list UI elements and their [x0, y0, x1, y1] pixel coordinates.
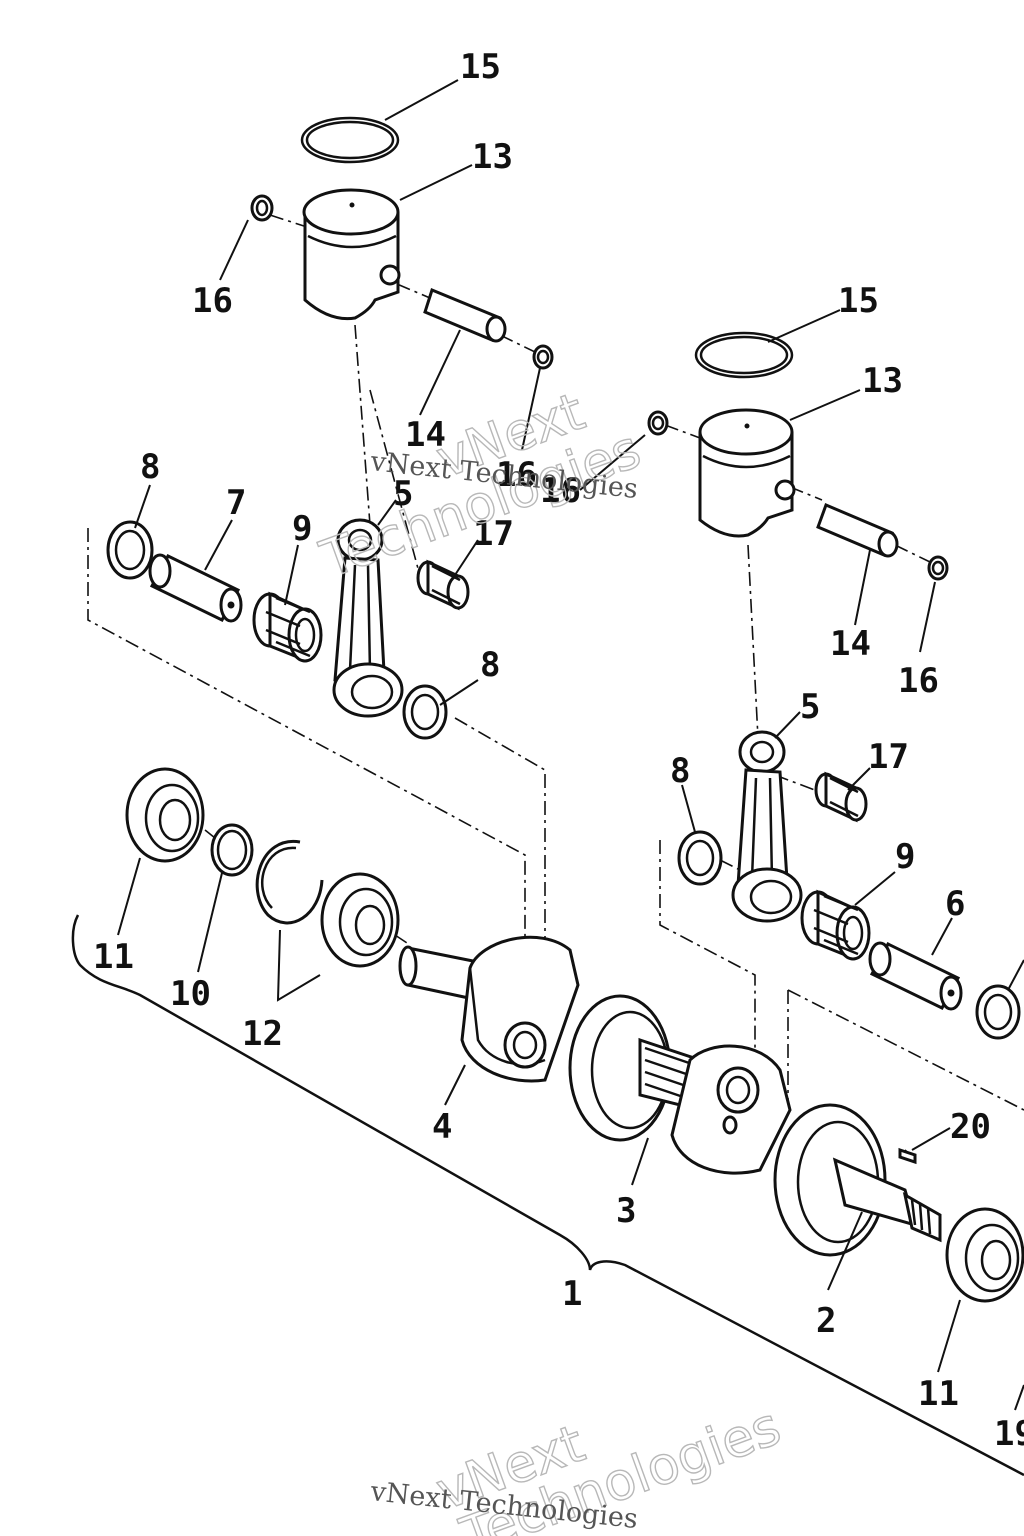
callout-8-right: 8 — [670, 751, 690, 791]
callout-16-left-top: 16 — [192, 281, 233, 321]
callout-6: 6 — [945, 884, 965, 924]
watermark-top: vNext Technologies vNext Technologies — [312, 381, 649, 591]
callout-5-left: 5 — [393, 474, 413, 514]
needle-bearing-9-right — [800, 889, 871, 961]
piston-ring-left — [300, 116, 400, 164]
callout-17-left: 17 — [473, 514, 514, 554]
callout-14-right: 14 — [830, 624, 871, 664]
callout-11-right: 11 — [918, 1374, 959, 1414]
callout-19: 19 — [994, 1414, 1024, 1454]
callout-11-left: 11 — [93, 937, 134, 977]
snap-ring-10 — [210, 823, 254, 877]
main-bearing-12 — [320, 872, 400, 968]
callout-16-left-pin: 16 — [496, 455, 537, 495]
crank-pin-7 — [148, 553, 243, 623]
callout-9-right: 9 — [895, 837, 915, 877]
callout-17-right: 17 — [868, 737, 909, 777]
clip-16-left-top — [250, 194, 274, 222]
callout-labels: 15 13 16 14 16 8 7 9 5 17 8 16 15 13 14 … — [93, 47, 1024, 1454]
assembly-bracket-1 — [71, 914, 1024, 1477]
callout-10: 10 — [170, 974, 211, 1014]
retaining-ring-12 — [255, 839, 324, 925]
needle-bearing-9-left — [252, 591, 323, 663]
crank-web-4 — [460, 935, 580, 1083]
piston-pin-right — [816, 503, 899, 558]
piston-ring-right — [694, 331, 794, 379]
needle-bearing-17-left — [416, 559, 470, 611]
callout-9-left: 9 — [292, 509, 312, 549]
needle-bearing-17-right — [814, 771, 868, 823]
woodruff-key-20 — [898, 1147, 917, 1165]
washer-8-right-outer — [975, 984, 1021, 1040]
crankshaft-left-shaft — [398, 945, 480, 1002]
callout-16-right-top: 16 — [540, 471, 581, 511]
center-seal-3 — [568, 994, 702, 1142]
watermark-bottom: vNext Technologies vNext Technologies — [368, 1396, 789, 1536]
callout-13-right: 13 — [862, 361, 903, 401]
washer-8-right — [677, 830, 723, 886]
callout-15-right: 15 — [838, 281, 879, 321]
callout-14-left: 14 — [405, 415, 446, 455]
crank-web-right — [670, 1044, 792, 1175]
callout-7: 7 — [226, 483, 246, 523]
clip-16-left-pin — [532, 344, 554, 370]
callout-15-left: 15 — [460, 47, 501, 87]
callout-8-left-bottom: 8 — [480, 645, 500, 685]
callout-20: 20 — [950, 1107, 991, 1147]
clip-16-right-pin — [927, 555, 949, 581]
clip-16-right-top — [647, 410, 669, 436]
piston-right — [698, 408, 796, 538]
piston-pin-left — [423, 287, 507, 343]
callout-5-right: 5 — [800, 687, 820, 727]
connecting-rod-left — [332, 518, 404, 718]
callout-12: 12 — [242, 1014, 283, 1054]
leader-lines — [117, 79, 1024, 1411]
flywheel-half-2 — [773, 1103, 942, 1257]
piston-left — [302, 188, 401, 321]
washer-8-left-inner — [402, 684, 448, 740]
callout-4: 4 — [432, 1107, 452, 1147]
connecting-rod-right — [731, 730, 803, 923]
callout-2: 2 — [816, 1301, 836, 1341]
crank-pin-6 — [868, 941, 963, 1011]
bearing-8-left-outer — [106, 520, 154, 580]
callout-8-left-top: 8 — [140, 447, 160, 487]
callout-3: 3 — [616, 1191, 636, 1231]
main-bearing-11-right — [945, 1207, 1024, 1303]
callout-16-right-pin: 16 — [898, 661, 939, 701]
main-bearing-11-left — [125, 767, 205, 863]
callout-1: 1 — [562, 1274, 582, 1314]
callout-13-left: 13 — [472, 137, 513, 177]
